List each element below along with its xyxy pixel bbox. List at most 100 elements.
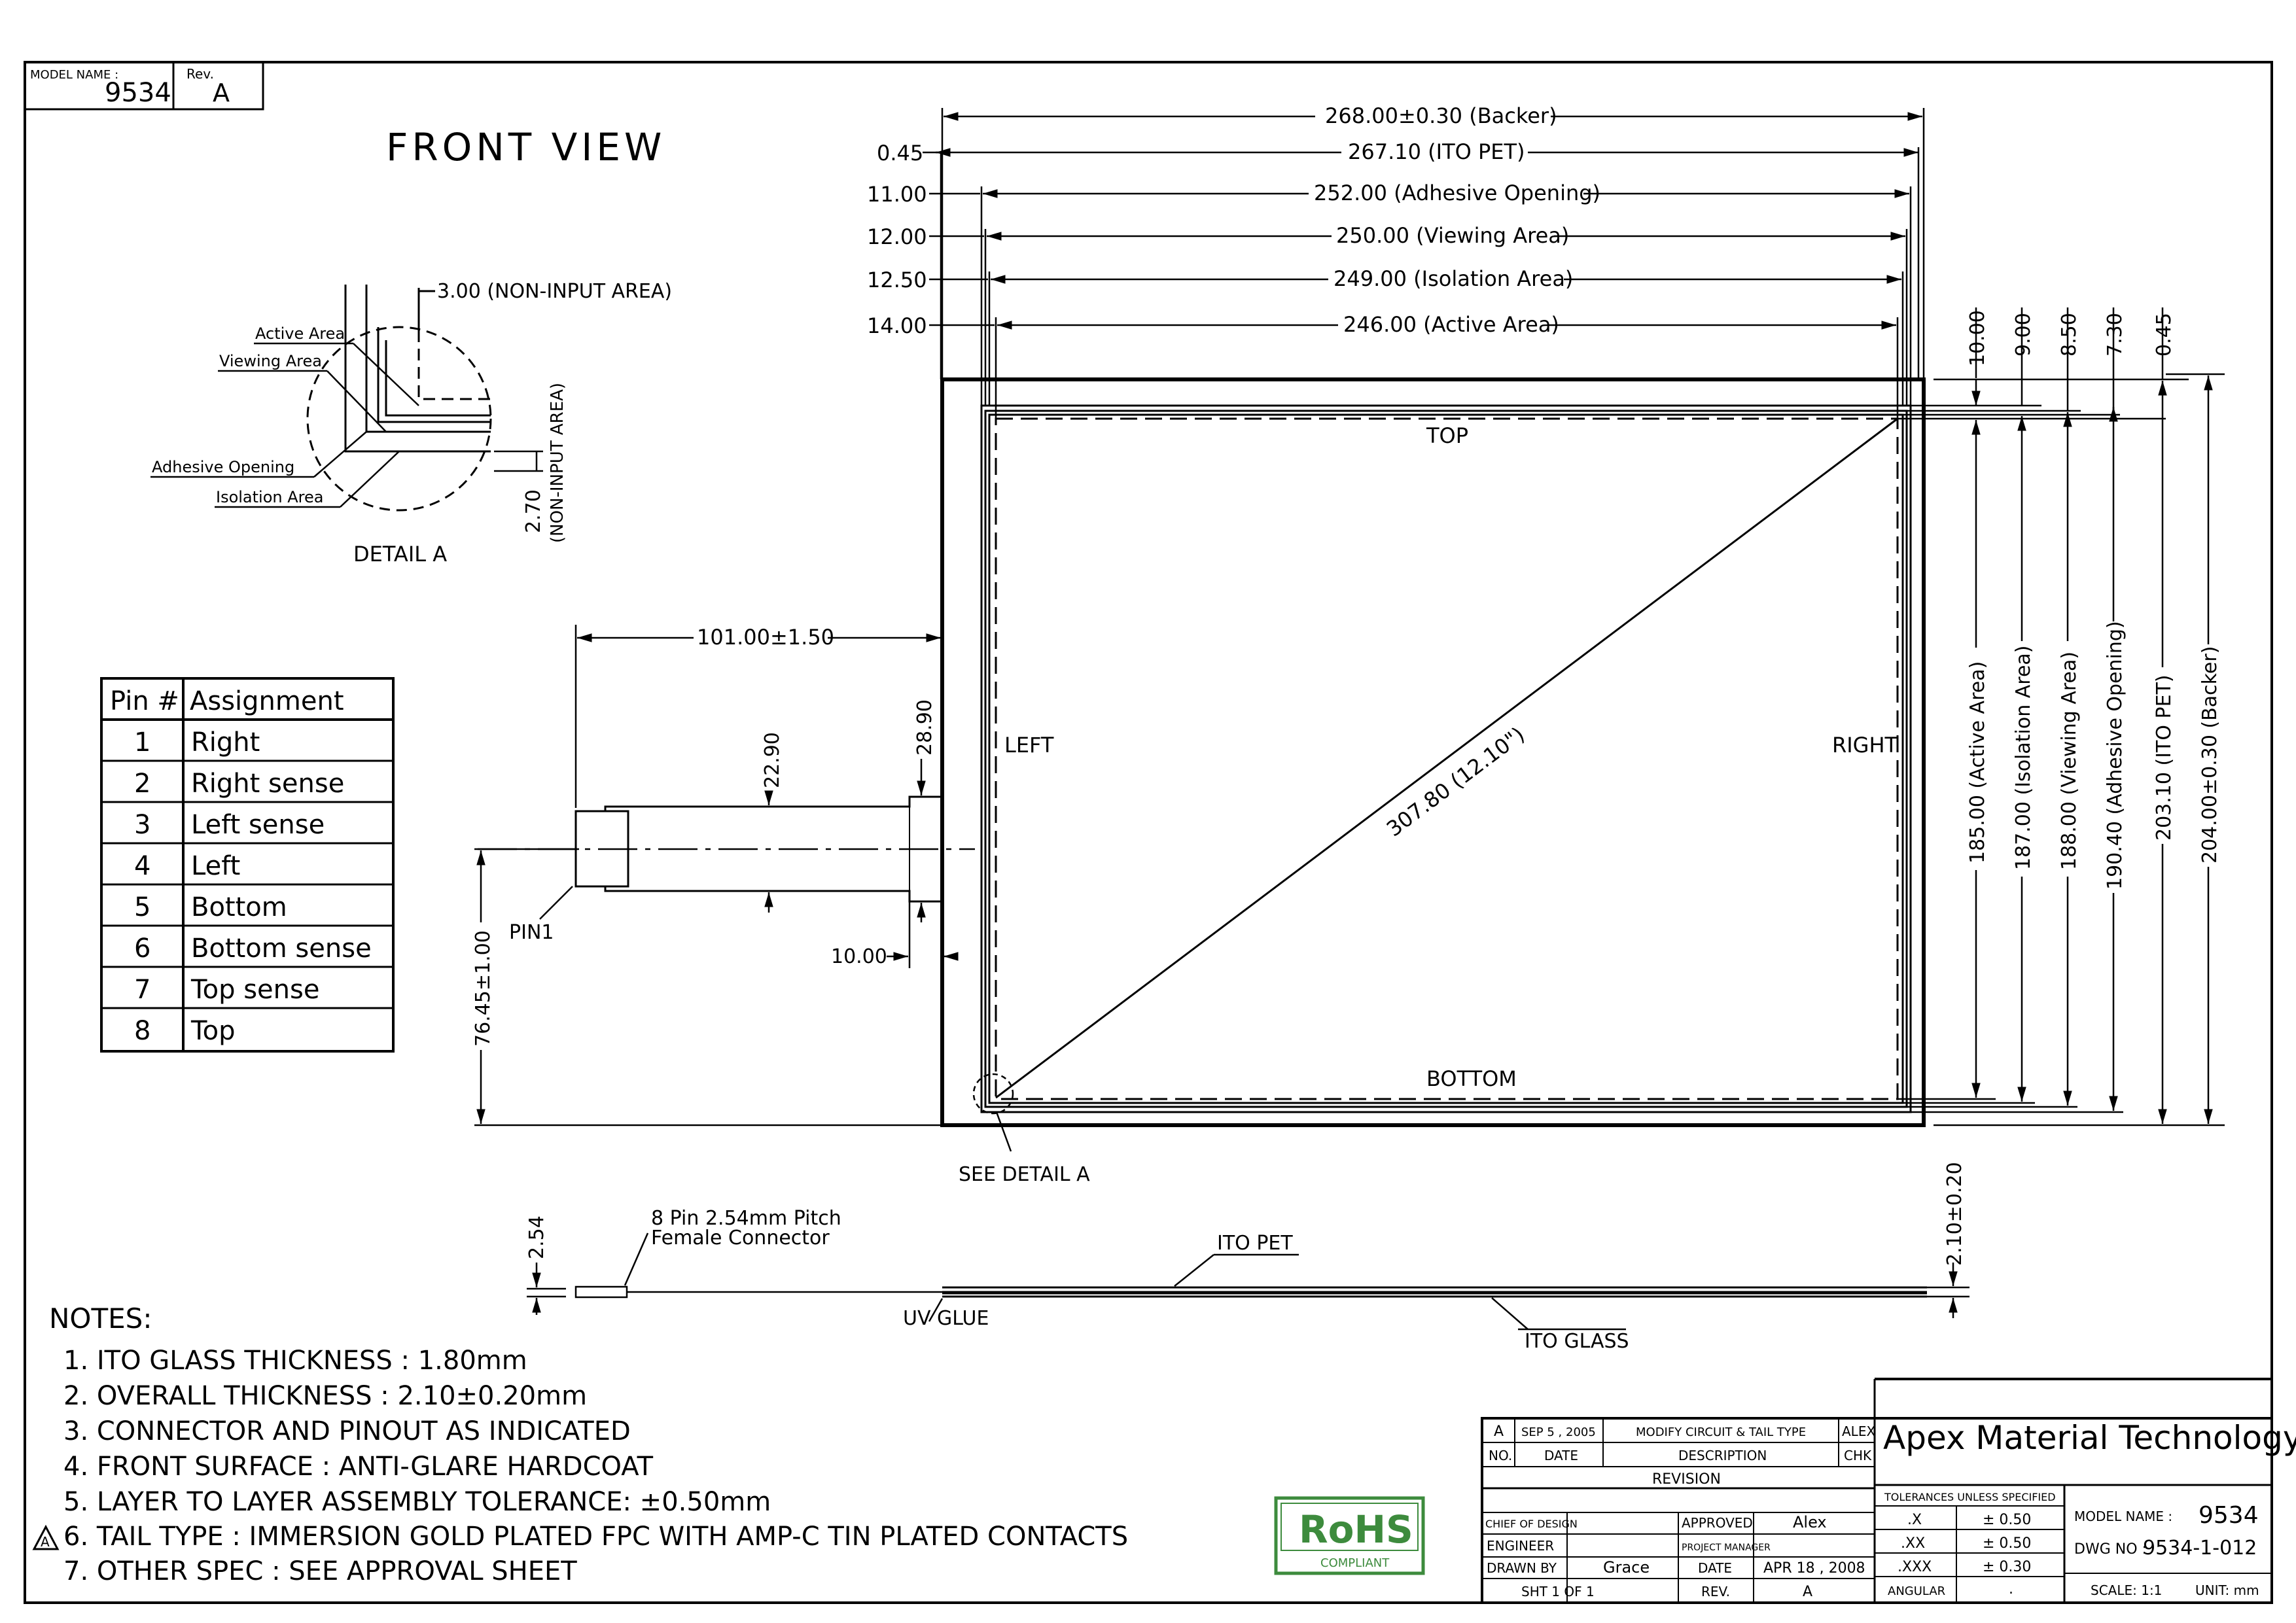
- dwg-no-value: 9534-1-012: [2143, 1537, 2257, 1560]
- dim-viewing-width: 250.00 (Viewing Area): [1336, 223, 1569, 248]
- pin-table-header-pin: Pin #: [110, 686, 179, 716]
- rev-header-date: DATE: [1544, 1448, 1578, 1463]
- approved-label: APPROVED: [1682, 1515, 1753, 1531]
- right-dim-ito-pet: 203.10 (ITO PET): [2153, 674, 2176, 841]
- tolerance-key: .XXX: [1898, 1559, 1932, 1575]
- right-offset-2: 9.00: [2012, 313, 2035, 357]
- assignment-cell: Top: [190, 1016, 236, 1046]
- right-offset-5: 0.45: [2153, 313, 2176, 357]
- right-offset-1: 10.00: [1966, 310, 1989, 366]
- detail-active-area-label: Active Area: [255, 324, 345, 343]
- detail-adhesive-opening-label: Adhesive Opening: [152, 458, 294, 476]
- tolerance-value: ± 0.30: [1983, 1559, 2031, 1575]
- panel-left-label: LEFT: [1004, 733, 1054, 758]
- company-name: Apex Material Technology Corp.: [1883, 1419, 2296, 1457]
- front-view-title: FRONT VIEW: [386, 125, 665, 169]
- chief-of-design-label: CHIEF OF DESIGN: [1485, 1518, 1578, 1530]
- revision-flag-triangle: [32, 1524, 60, 1550]
- right-dim-backer: 204.00±0.30 (Backer): [2199, 646, 2221, 864]
- assignment-cell: Left sense: [191, 810, 325, 840]
- dim-ito-pet-width: 267.10 (ITO PET): [1348, 139, 1525, 164]
- panel-diagonal-label: 307.80 (12.10"): [1382, 722, 1529, 842]
- panel-top-label: TOP: [1426, 423, 1468, 448]
- pin-cell: 8: [134, 1016, 150, 1046]
- side-connector-thickness: 2.54: [525, 1215, 548, 1259]
- assignment-cell: Bottom sense: [191, 934, 372, 964]
- note-item: 7. OTHER SPEC : SEE APPROVAL SHEET: [63, 1556, 577, 1586]
- pin-table: Pin # Assignment 1 Right 2 Right sense 3…: [100, 677, 395, 1053]
- right-offset-3: 8.50: [2058, 313, 2081, 357]
- pin-cell: 3: [134, 810, 150, 840]
- project-manager-label: PROJECT MANAGER: [1682, 1543, 1771, 1553]
- notes-title: NOTES:: [49, 1302, 152, 1335]
- tail-width-2: 28.90: [913, 699, 936, 756]
- dim-offset-viewing: 12.00: [867, 224, 927, 249]
- tolerance-value: ± 0.50: [1983, 1512, 2031, 1528]
- title-block: Apex Material Technology Corp. A SEP 5 ,…: [1481, 1378, 2296, 1604]
- detail-isolation-area-label: Isolation Area: [216, 488, 323, 506]
- dim-active-width: 246.00 (Active Area): [1343, 312, 1559, 337]
- pin-cell: 1: [134, 727, 150, 758]
- header-model-box: MODEL NAME : 9534 Rev. A: [24, 61, 264, 111]
- tolerance-value: .: [2009, 1581, 2013, 1597]
- unit-label: UNIT: mm: [2195, 1582, 2259, 1598]
- tolerance-key: ANGULAR: [1888, 1584, 1945, 1598]
- detail-a: 3.00 (NON-INPUT AREA) Active Area Viewin…: [150, 280, 672, 567]
- detail-non-input-side-note: (NON-INPUT AREA): [548, 383, 567, 543]
- date-label: DATE: [1698, 1560, 1732, 1576]
- revision-flag-letter: A: [41, 1534, 50, 1550]
- tolerance-value: ± 0.50: [1983, 1535, 2031, 1552]
- right-dim-isolation: 187.00 (Isolation Area): [2012, 645, 2035, 870]
- rev-header-no: NO.: [1489, 1448, 1512, 1463]
- dim-offset-ito: 0.45: [877, 141, 923, 166]
- rev-row-no: A: [1494, 1423, 1504, 1440]
- approved-by-value: Alex: [1793, 1513, 1827, 1531]
- front-panel: TOP LEFT RIGHT BOTTOM 307.80 (12.10") SE…: [940, 377, 1926, 1186]
- detail-a-caption: DETAIL A: [353, 542, 447, 567]
- date-value: APR 18 , 2008: [1763, 1560, 1865, 1577]
- side-ito-glass-label: ITO GLASS: [1525, 1330, 1629, 1353]
- dim-isolation-width: 249.00 (Isolation Area): [1333, 266, 1573, 291]
- pin-cell: 4: [134, 851, 150, 881]
- note-item: 3. CONNECTOR AND PINOUT AS INDICATED: [63, 1416, 631, 1446]
- assignment-cell: Right sense: [191, 769, 344, 799]
- header-model-value: 9534: [105, 78, 171, 108]
- drawn-by-label: DRAWN BY: [1487, 1560, 1557, 1576]
- panel-bottom-label: BOTTOM: [1426, 1066, 1517, 1091]
- see-detail-a-label: SEE DETAIL A: [959, 1163, 1090, 1186]
- engineer-label: ENGINEER: [1487, 1538, 1554, 1554]
- right-dim-adhesive: 190.40 (Adhesive Opening): [2104, 621, 2127, 890]
- rev-header-chk: CHK: [1844, 1448, 1872, 1463]
- pin1-label: PIN1: [509, 921, 554, 944]
- note-item: 6. TAIL TYPE : IMMERSION GOLD PLATED FPC…: [63, 1522, 1128, 1552]
- tolerance-key: .XX: [1901, 1535, 1925, 1552]
- header-rev-label: Rev.: [186, 66, 214, 82]
- pin-cell: 6: [134, 934, 150, 964]
- tail-length-dim: 101.00±1.50: [697, 625, 834, 650]
- fpc-tail: 101.00±1.50 22.90 28.90 10.00 76.45±1.00…: [472, 625, 975, 1126]
- model-name-label: MODEL NAME :: [2074, 1509, 2172, 1524]
- rev-row-description: MODIFY CIRCUIT & TAIL TYPE: [1636, 1425, 1806, 1439]
- header-rev-value: A: [213, 79, 230, 107]
- note-item: 1. ITO GLASS THICKNESS : 1.80mm: [63, 1346, 527, 1376]
- pin-cell: 2: [134, 769, 150, 799]
- assignment-cell: Top sense: [190, 975, 319, 1005]
- assignment-cell: Left: [191, 851, 240, 881]
- pin-cell: 7: [134, 975, 150, 1005]
- rev-row-chk: ALEX: [1842, 1423, 1875, 1439]
- side-uv-glue-label: UV GLUE: [903, 1307, 989, 1330]
- tail-offset-dim: 10.00: [831, 945, 887, 968]
- side-connector-line2: Female Connector: [651, 1227, 830, 1249]
- rohs-badge: RoHS COMPLIANT: [1274, 1496, 1425, 1575]
- note-item: 4. FRONT SURFACE : ANTI-GLARE HARDCOAT: [63, 1452, 654, 1482]
- scale-label: SCALE: 1:1: [2091, 1582, 2162, 1598]
- detail-non-input-side: 2.70: [522, 489, 545, 533]
- assignment-cell: Bottom: [191, 892, 287, 922]
- note-item: 5. LAYER TO LAYER ASSEMBLY TOLERANCE: ±0…: [63, 1487, 771, 1517]
- rohs-label: RoHS: [1299, 1507, 1413, 1552]
- dim-offset-isolation: 12.50: [867, 268, 927, 292]
- side-ito-pet-label: ITO PET: [1217, 1232, 1293, 1255]
- side-overall-thickness: 2.10±0.20: [1943, 1162, 1966, 1266]
- right-dim-active: 185.00 (Active Area): [1966, 661, 1989, 864]
